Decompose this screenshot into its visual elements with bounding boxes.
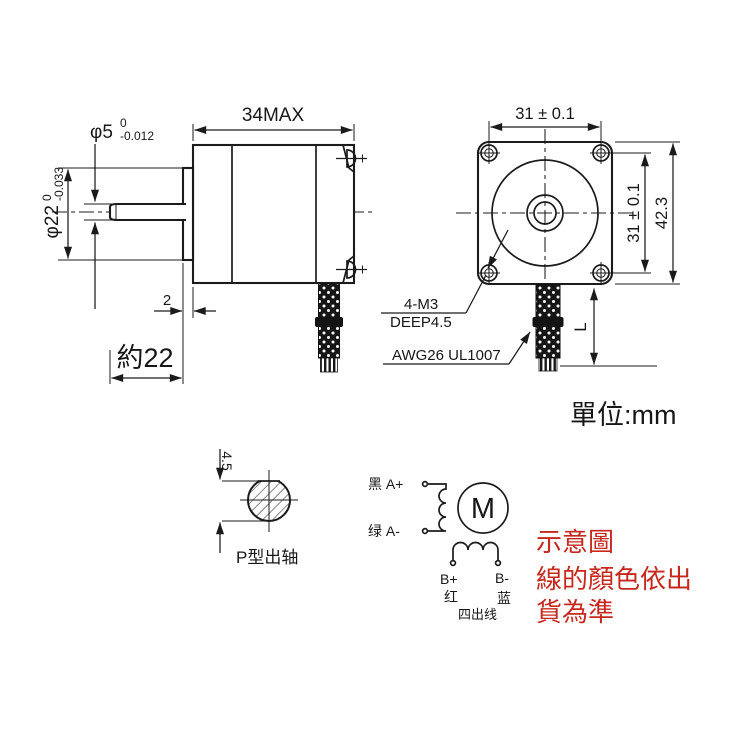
cable-end-front [538, 357, 558, 372]
dim-shaft-length: 約22 [109, 343, 182, 384]
cable-note: AWG26 UL1007 [383, 331, 531, 365]
rear-screw-bottom [336, 255, 367, 284]
coil-a [428, 483, 447, 532]
dim-hole-pitch-h: 31 ± 0.1 [488, 105, 602, 147]
cable-end-side [320, 357, 338, 373]
dim-34max: 34MAX [192, 105, 355, 141]
shaft-dia-value: φ5 [90, 122, 113, 143]
pilot-dia-tol-upper: 0 [40, 194, 54, 201]
mount-hole-note-line2: DEEP4.5 [390, 314, 452, 331]
dim-34max-label: 34MAX [242, 105, 305, 126]
lead-a-plus-label: 黑 A+ [368, 476, 403, 492]
dim-pilot-dia: φ22 0 -0.033 [40, 167, 183, 261]
lead-b-minus-label: B- [495, 570, 509, 586]
cable-note-label: AWG26 UL1007 [392, 347, 501, 364]
dim-shaft-dia: φ5 0 -0.012 [84, 116, 154, 309]
rear-screw-top [336, 144, 367, 173]
cable-clamp-front [532, 317, 564, 327]
coil-b [452, 541, 499, 561]
front-view: 31 ± 0.1 31 ± 0.1 42.3 [381, 105, 680, 372]
side-view: 34MAX φ5 0 -0.012 φ22 0 -0.033 [40, 105, 374, 384]
shaft-dia-tol-lower: -0.012 [120, 129, 154, 143]
wiring-caption: 四出线 [458, 607, 497, 622]
dim-flat-height: 4.5 [215, 449, 235, 553]
shaft-section-caption: P型出轴 [236, 548, 298, 567]
dim-boss-thickness: 2 [154, 263, 216, 384]
mount-hole [590, 262, 612, 284]
cable-length-label: L [571, 322, 590, 331]
shaft-dia-tol-upper: 0 [120, 116, 127, 130]
disclaimer-line2: 線的顏色依出 [536, 564, 692, 594]
motor-body-side [191, 143, 356, 285]
terminal-a-minus [421, 527, 429, 535]
cable-clamp-side [315, 317, 343, 327]
dim-frame-size: 42.3 [615, 141, 680, 285]
disclaimer-line1: 示意圖 [536, 527, 614, 557]
shaft-side [108, 202, 186, 222]
shaft-length-label: 約22 [116, 343, 173, 373]
boss-thickness-label: 2 [163, 292, 171, 309]
dim-cable-length: L [560, 288, 657, 367]
frame-size-label: 42.3 [653, 197, 671, 229]
mount-hole-note-line1: 4-M3 [404, 296, 438, 313]
motor-circle [457, 482, 509, 534]
pilot-dia-value: φ22 [42, 205, 63, 238]
cable-side [315, 283, 343, 373]
lead-b-minus-color: 蓝 [497, 590, 511, 606]
unit-note: 單位:mm [570, 400, 676, 430]
mount-hole-note: 4-M3 DEEP4.5 [381, 229, 509, 331]
flat-height-label: 4.5 [219, 451, 235, 471]
terminal-b-plus [449, 559, 457, 567]
wiring-diagram: 黑 A+ 绿 A- M B+ 红 B- 蓝 四出线 [368, 476, 511, 622]
hole-pitch-h-label: 31 ± 0.1 [515, 105, 575, 123]
motor-symbol: M [471, 493, 495, 525]
shaft-section-view: 4.5 P型出轴 [215, 449, 298, 567]
lead-b-plus-label: B+ [440, 571, 458, 587]
dim-hole-pitch-v: 31 ± 0.1 [610, 152, 651, 274]
disclaimer-note: 示意圖 線的顏色依出 貨為準 [536, 527, 692, 627]
lead-a-minus-label: 绿 A- [368, 523, 400, 539]
hole-pitch-v-label: 31 ± 0.1 [625, 183, 643, 243]
disclaimer-line3: 貨為準 [536, 597, 614, 627]
lead-b-plus-color: 红 [444, 589, 458, 605]
pilot-dia-tol-lower: -0.033 [52, 167, 66, 201]
terminal-b-minus [494, 559, 502, 567]
cable-front [532, 284, 564, 372]
terminal-a-plus [421, 480, 429, 488]
